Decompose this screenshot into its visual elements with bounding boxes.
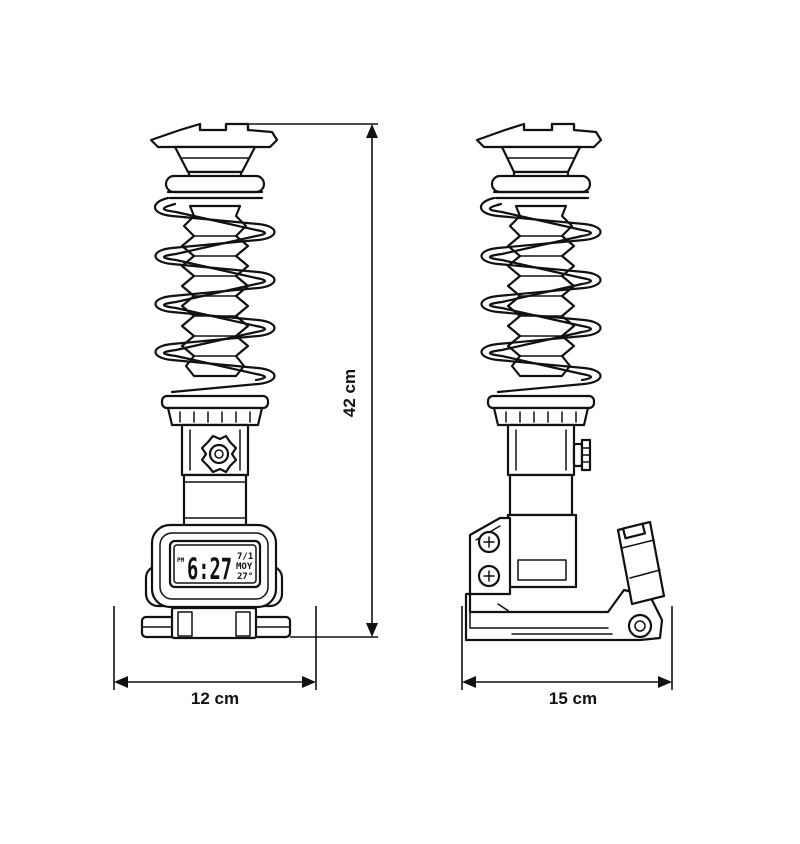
- front-view: PM 6:27 7/1 MOY 27°: [140, 122, 292, 640]
- side-coil-spring: [479, 174, 602, 394]
- side-width-label: 15 cm: [549, 689, 597, 708]
- front-coil-spring: [153, 174, 276, 394]
- knob-icon: [200, 434, 238, 474]
- clock-time: 6:27: [187, 552, 232, 586]
- side-view: [464, 122, 666, 642]
- side-top-mount: [475, 122, 603, 184]
- side-lower-body: [506, 473, 578, 589]
- side-clock-box: [616, 520, 666, 606]
- front-base: [140, 606, 292, 640]
- front-top-mount: [149, 122, 279, 184]
- clock-temp: 27°: [237, 572, 253, 582]
- side-width-dimension: 15 cm: [461, 606, 673, 708]
- front-lower-body: [182, 473, 248, 529]
- height-dimension: 42 cm: [248, 123, 378, 638]
- height-label: 42 cm: [340, 369, 359, 417]
- side-lower-collar: [486, 394, 596, 477]
- clock-lcd-screen: PM 6:27 7/1 MOY 27°: [168, 539, 262, 589]
- clock-ampm: PM: [177, 557, 185, 564]
- side-mount-bracket: [468, 516, 512, 596]
- clock-date: 7/1: [237, 552, 253, 562]
- side-knob-icon: [572, 438, 592, 472]
- clock-day: MOY: [236, 562, 253, 572]
- front-width-label: 12 cm: [191, 689, 239, 708]
- front-width-dimension: 12 cm: [113, 606, 317, 708]
